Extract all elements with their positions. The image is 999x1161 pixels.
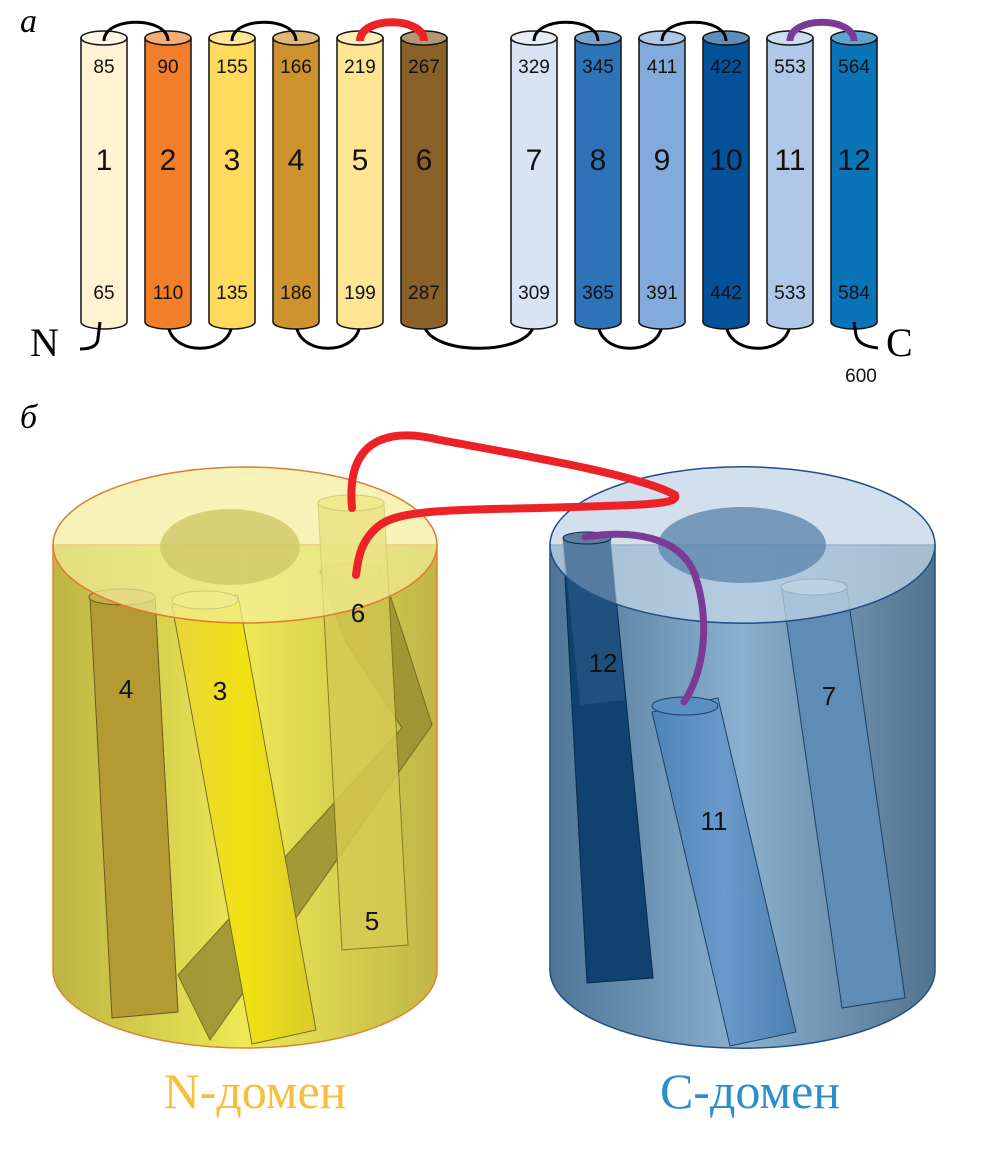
- helix-bottom-residue: 533: [774, 283, 806, 304]
- loop-bottom-6-7: [422, 321, 536, 350]
- helix-11: [651, 696, 797, 1047]
- helix-bottom-residue: 442: [710, 283, 742, 304]
- helix-number: 1: [96, 144, 113, 177]
- helix-6: 267 6 287: [400, 30, 448, 330]
- c-end-residue: 600: [845, 366, 877, 387]
- helix-9: 411 9 391: [638, 30, 686, 330]
- helix-bottom-residue: 65: [93, 283, 114, 304]
- helix-number: 6: [416, 144, 433, 177]
- helix-body: [510, 37, 558, 330]
- red-loop-5-6: [347, 431, 680, 579]
- helix-8: 345 8 365: [574, 30, 622, 330]
- helix-10: 422 10 442: [702, 30, 750, 330]
- helix-body: [702, 37, 750, 330]
- helix-body: [400, 37, 448, 330]
- c-terminus-label: C: [886, 320, 913, 365]
- helix-5: 219 5 199: [336, 30, 384, 330]
- loop-top-5-6: [356, 18, 428, 42]
- helix-top-residue: 564: [838, 57, 870, 78]
- helix-bottom-residue: 287: [408, 283, 440, 304]
- loop-bottom-8-9: [596, 321, 664, 350]
- helix-1: 85 1 65: [80, 30, 128, 330]
- n-domain-title: N-домен: [164, 1063, 347, 1119]
- n-terminal-tail: [79, 321, 102, 351]
- helix-top-residue: 166: [280, 57, 312, 78]
- n-helix-3-label: 3: [213, 676, 227, 706]
- helix-top-residue: 553: [774, 57, 806, 78]
- c-terminal-tail: [852, 321, 879, 350]
- helix-number: 5: [352, 144, 369, 177]
- loop-bottom-10-11: [724, 321, 792, 350]
- helix-2: 90 2 110: [144, 30, 192, 330]
- purple-loop-11-12: [581, 530, 708, 706]
- loop-top-7-8: [532, 20, 600, 42]
- helix-top-residue: 85: [93, 57, 114, 78]
- helix-top-residue: 219: [344, 57, 376, 78]
- c-helix-7-label: 7: [822, 681, 836, 711]
- n-helix-6-label: 6: [351, 598, 365, 628]
- helix-bottom-residue: 309: [518, 283, 550, 304]
- helix-3: 155 3 135: [208, 30, 256, 330]
- helix-body: [272, 37, 320, 330]
- helix-top-residue: 345: [582, 57, 614, 78]
- helix-bottom-residue: 186: [280, 283, 312, 304]
- helix-bottom-residue: 199: [344, 283, 376, 304]
- helix-number: 10: [709, 144, 742, 177]
- loop-bottom-4-5: [294, 321, 362, 350]
- helix-number: 7: [526, 144, 543, 177]
- helix-body: [208, 37, 256, 330]
- helix-top-residue: 155: [216, 57, 248, 78]
- loop-top-3-4: [230, 20, 298, 42]
- loop-top-9-10: [660, 20, 728, 42]
- helix-body: [574, 37, 622, 330]
- c-domain-cylinder: [549, 466, 936, 1049]
- helix-body: [638, 37, 686, 330]
- helix-number: 8: [590, 144, 607, 177]
- helix-number: 12: [837, 144, 870, 177]
- helix-bottom-residue: 365: [582, 283, 614, 304]
- c-domain-title: C-домен: [660, 1063, 840, 1119]
- helix-body: [80, 37, 128, 330]
- helix-4: 166 4 186: [272, 30, 320, 330]
- helix-number: 3: [224, 144, 241, 177]
- panel-a-label: а: [20, 3, 37, 40]
- helix-body: [336, 37, 384, 330]
- helix-bottom-residue: 391: [646, 283, 678, 304]
- helix-12: 564 12 584: [830, 30, 878, 330]
- n-terminus-label: N: [30, 320, 59, 365]
- helix-body: [766, 37, 814, 330]
- helix-top-residue: 267: [408, 57, 440, 78]
- panel-b-label: б: [20, 399, 39, 436]
- loop-top-11-12: [786, 18, 858, 42]
- helix-top-residue: 329: [518, 57, 550, 78]
- loop-top-1-2: [102, 20, 170, 42]
- loops: [166, 321, 792, 350]
- helix-topology: 85 1 65 90 2 110 155 3 135 166 4 186 219 5 199 267 6 287 3…: [80, 30, 878, 330]
- loops-overlay: [102, 18, 858, 42]
- c-helix-12-label: 12: [589, 648, 618, 678]
- n-helix-5-label: 5: [365, 906, 379, 936]
- c-helix-11-label: 11: [701, 806, 728, 836]
- helix-body: [144, 37, 192, 330]
- n-domain-cylinder: [52, 466, 438, 1049]
- helix-bottom-residue: 135: [216, 283, 248, 304]
- helix-number: 2: [160, 144, 177, 177]
- helix-bottom-residue: 584: [838, 283, 870, 304]
- helix-number: 9: [654, 144, 671, 177]
- n-helix-4-label: 4: [119, 674, 133, 704]
- loop-bottom-2-3: [166, 321, 234, 350]
- helix-top-residue: 422: [710, 57, 742, 78]
- helix-top-residue: 90: [157, 57, 178, 78]
- helix-number: 4: [288, 144, 305, 177]
- helix-bottom-residue: 110: [153, 283, 183, 304]
- helix-number: 11: [774, 144, 805, 177]
- helix-11: 553 11 533: [766, 30, 814, 330]
- helix-7: 329 7 309: [510, 30, 558, 330]
- helix-top-residue: 411: [647, 57, 677, 78]
